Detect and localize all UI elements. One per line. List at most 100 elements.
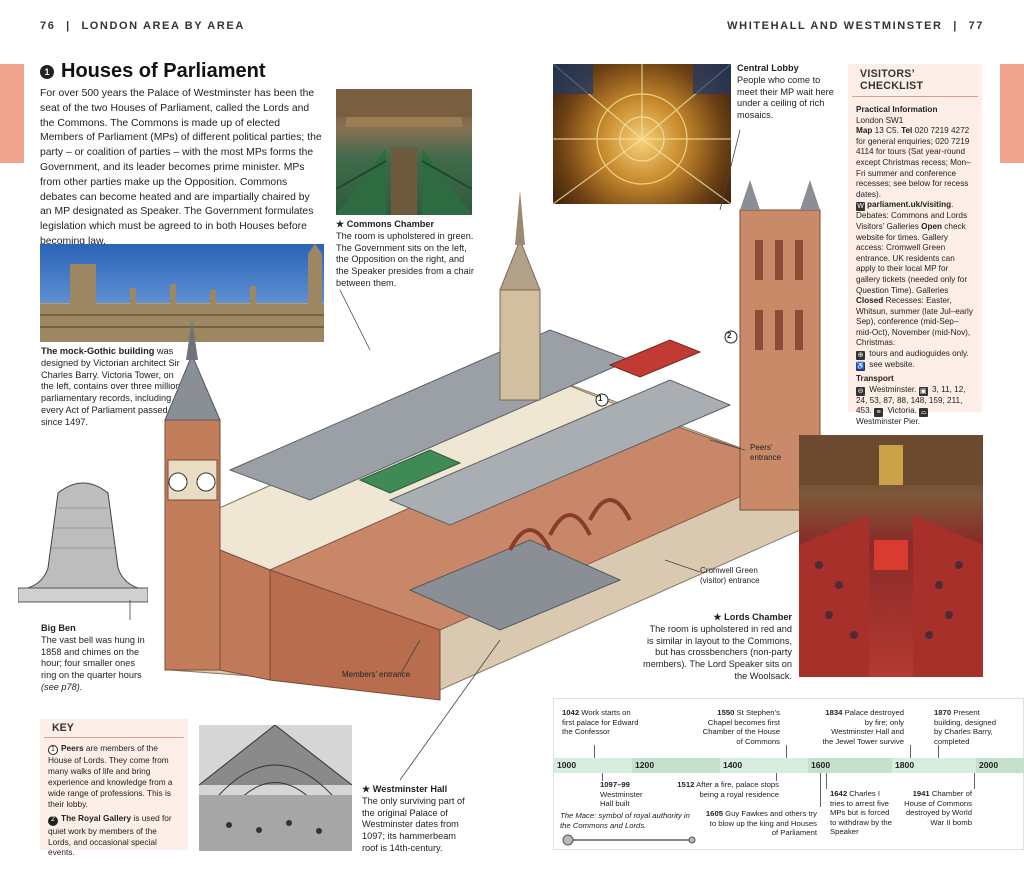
right-section-title: WHITEHALL AND WESTMINSTER xyxy=(727,20,943,32)
bus-text: 3, 11, 12, 24, 53, 87, 88, 148, 159, 211… xyxy=(856,384,966,416)
right-page-header: WHITEHALL AND WESTMINSTER | 77 xyxy=(727,20,984,32)
page-title-text: Houses of Parliament xyxy=(61,60,266,82)
tick-1642 xyxy=(826,773,827,789)
timeline: 1042 Work starts on first palace for Edw… xyxy=(553,698,1024,850)
timeline-event-1512: 1512 After a fire, palace stops being a … xyxy=(664,780,779,799)
checklist-body: Practical Information London SW1 Map 13 … xyxy=(848,97,982,433)
year-1600: 1600 xyxy=(808,758,892,773)
transport-heading: Transport xyxy=(856,374,894,384)
visitors-checklist: VISITORS’ CHECKLIST Practical Informatio… xyxy=(848,64,982,426)
central-lobby-photo xyxy=(553,64,731,204)
closed-label: Closed xyxy=(856,296,884,306)
event-1042-text: Work starts on first palace for Edward t… xyxy=(562,708,639,737)
cutaway-svg xyxy=(164,180,821,701)
checklist-address: London SW1 xyxy=(856,115,904,125)
big-ben-caption-title: Big Ben xyxy=(41,623,76,633)
cromwell-green-entrance-label: Cromwell Green (visitor) entrance xyxy=(700,566,760,585)
boat-icon: ⌓ xyxy=(919,408,929,418)
marker-2 xyxy=(724,330,738,344)
big-ben-bell-illustration xyxy=(18,468,148,618)
mock-gothic-caption-text: was designed by Victorian architect Sir … xyxy=(41,346,181,427)
parliament-exterior-silhouette xyxy=(40,244,324,342)
wheelchair-icon: ♿ xyxy=(856,362,865,372)
commons-chamber-caption-title: ★ Commons Chamber xyxy=(336,219,435,229)
mace-illustration xyxy=(562,834,696,846)
key-item-2-number: 2 xyxy=(48,815,58,826)
tour-icon: ⊕ xyxy=(856,351,865,361)
key-item-2-text: is used for quiet work by members of the… xyxy=(48,813,172,858)
commons-chamber-photo xyxy=(336,89,472,215)
event-1550-text: St Stephen’s Chapel becomes first Chambe… xyxy=(702,708,780,746)
event-1605-text: Guy Fawkes and others try to blow up the… xyxy=(709,809,817,838)
mock-gothic-caption: The mock-Gothic building was designed by… xyxy=(41,346,181,429)
practical-info-heading: Practical Information xyxy=(856,105,938,114)
central-lobby-caption-title: Central Lobby xyxy=(737,63,799,73)
lords-chamber-caption-title: ★ Lords Chamber xyxy=(713,612,792,622)
intro-paragraph: For over 500 years the Palace of Westmin… xyxy=(40,88,322,247)
event-1042-year: 1042 xyxy=(562,708,580,717)
lords-chamber-caption-text: The room is upholstered in red and is si… xyxy=(643,623,792,681)
left-section-title: LONDON AREA BY AREA xyxy=(81,20,245,32)
tick-1042 xyxy=(594,745,595,758)
rail-text: Victoria. xyxy=(885,406,917,416)
year-2000: 2000 xyxy=(976,758,1024,773)
underground-icon: ⊖ xyxy=(856,386,865,396)
event-1642-year: 1642 xyxy=(830,789,848,798)
timeline-event-1097: 1097–99 Westminster Hall built xyxy=(600,780,650,809)
map-label: Map xyxy=(856,126,873,136)
left-edge-tab xyxy=(0,64,24,163)
event-1097-text: Westminster Hall built xyxy=(600,789,643,809)
members-entrance-label: Members’ entrance xyxy=(342,670,411,679)
tick-1605 xyxy=(820,773,821,807)
closed-text: Recesses: Easter, Whitsun, summer (late … xyxy=(856,296,973,348)
left-page-header: 76 | LONDON AREA BY AREA xyxy=(40,20,245,32)
event-1512-text: After a fire, palace stops being a royal… xyxy=(694,780,779,799)
timeline-event-1605: 1605 Guy Fawkes and others try to blow u… xyxy=(704,809,817,838)
event-1941-text: Chamber of House of Commons destroyed by… xyxy=(904,789,972,827)
peers-entrance-label: Peers’ entrance xyxy=(750,443,782,462)
timeline-event-1941: 1941 Chamber of House of Commons destroy… xyxy=(894,789,972,827)
big-ben-caption-text: The vast bell was hung in 1858 and chime… xyxy=(41,634,145,681)
event-1605-year: 1605 xyxy=(705,809,723,818)
map-reference: 13 C5. xyxy=(872,126,902,136)
timeline-event-1870: 1870 Present building, designed by Charl… xyxy=(934,708,1004,746)
event-1642-text: Charles I tries to arrest five MPs but i… xyxy=(830,789,892,837)
central-lobby-ceiling-illustration xyxy=(553,64,731,204)
tick-1941 xyxy=(974,773,975,789)
event-1834-text: Palace destroyed by fire; only Westminst… xyxy=(822,708,904,746)
timeline-event-1834: 1834 Palace destroyed by fire; only West… xyxy=(822,708,904,746)
event-1550-year: 1550 xyxy=(717,708,735,717)
timeline-event-1042: 1042 Work starts on first palace for Edw… xyxy=(562,708,642,737)
website-link[interactable]: parliament.uk/visiting xyxy=(867,200,952,210)
tick-1834 xyxy=(910,745,911,758)
westminster-hall-engraving xyxy=(199,725,352,851)
event-1941-year: 1941 xyxy=(912,789,930,798)
lords-chamber-photo xyxy=(799,435,983,677)
key-item-1-title: Peers xyxy=(61,743,84,753)
year-1400: 1400 xyxy=(720,758,808,773)
checklist-transport: ⊖ Westminster. ▣ 3, 11, 12, 24, 53, 87, … xyxy=(856,385,974,428)
title-number-badge: 1 xyxy=(40,64,54,79)
right-page-number: 77 xyxy=(968,20,984,32)
event-1870-year: 1870 xyxy=(934,708,952,717)
right-edge-tab xyxy=(1000,64,1024,163)
timeline-event-1550: 1550 St Stephen’s Chapel becomes first C… xyxy=(700,708,780,746)
tick-1550 xyxy=(786,745,787,758)
bell-svg xyxy=(18,482,148,603)
pier-text: Westminster Pier. xyxy=(856,417,920,427)
event-1834-year: 1834 xyxy=(825,708,843,717)
tick-1097 xyxy=(602,773,603,781)
parliament-exterior-photo xyxy=(40,244,324,342)
westminster-hall-caption-title: ★ Westminster Hall xyxy=(362,784,448,794)
marker-1 xyxy=(595,393,609,407)
page-title: 1 Houses of Parliament xyxy=(40,60,266,83)
big-ben-page-reference: (see p78). xyxy=(41,681,83,692)
key-item-1-number: 1 xyxy=(48,745,58,756)
commons-chamber-caption: ★ Commons Chamber The room is upholstere… xyxy=(336,219,476,290)
rail-icon: ≡ xyxy=(874,408,884,418)
timeline-event-1642: 1642 Charles I tries to arrest five MPs … xyxy=(830,789,894,837)
checklist-map-tel: Map 13 C5. Tel 020 7219 4272 for general… xyxy=(856,126,974,200)
